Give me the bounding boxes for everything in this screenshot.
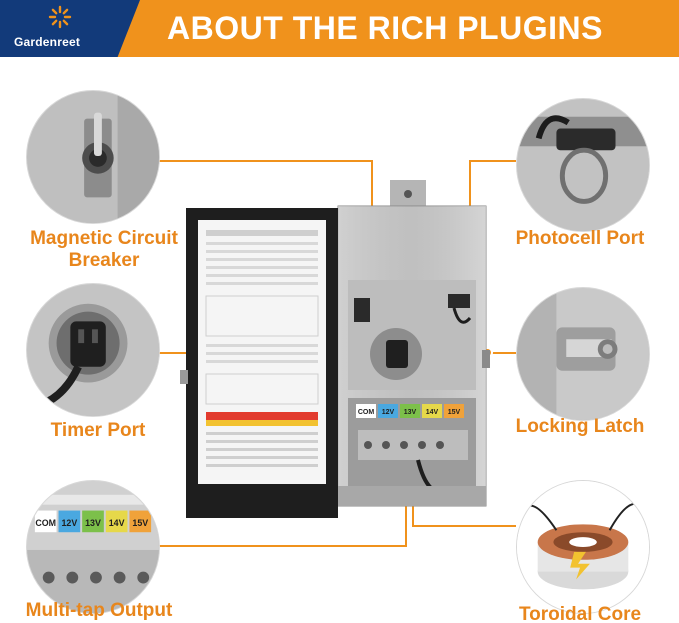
tap-label-15v: 15V [132, 518, 148, 528]
tap-label-14v: 14V [109, 518, 125, 528]
label-timer: Timer Port [50, 420, 146, 441]
label-breaker-line1: Magnetic Circuit [30, 228, 178, 249]
timer-port-closeup [26, 283, 160, 417]
tap-label-13v: 13V [404, 409, 417, 416]
toroidal-closeup [516, 480, 650, 614]
tap-swatch-14v [105, 510, 128, 533]
tap-label-15v: 15V [448, 409, 461, 416]
tap-swatch-15v [129, 510, 152, 533]
leader-breaker-h [158, 160, 372, 162]
leader-multitap-h [156, 545, 406, 547]
power-supply-box: COM 12V 13V 14V 15V [180, 180, 490, 518]
label-multitap: Multi-tap Output [25, 600, 173, 621]
leader-latch-h [488, 352, 516, 354]
leader-toroidal-h [412, 525, 516, 527]
tap-swatch-13v [400, 404, 420, 418]
tap-label-com: COM [358, 409, 375, 416]
tap-swatch-com [34, 510, 57, 533]
tap-label-com: COM [35, 518, 56, 528]
photocell-closeup [516, 98, 650, 232]
label-latch: Locking Latch [515, 416, 645, 437]
tap-label-12v: 12V [382, 409, 395, 416]
tap-label-14v: 14V [426, 409, 439, 416]
tap-swatch-12v [58, 510, 81, 533]
tap-swatch-com [356, 404, 376, 418]
latch-closeup [516, 287, 650, 421]
brand-logo: Gardenreet [0, 0, 140, 57]
label-breaker: Magnetic Circuit Breaker [14, 228, 194, 272]
breaker-closeup [26, 90, 160, 224]
multitap-closeup: COM 12V 13V 14V 15V [26, 480, 160, 614]
leader-photocell-h [470, 160, 516, 162]
tap-swatch-12v [378, 404, 398, 418]
tap-label-12v: 12V [61, 518, 77, 528]
tap-swatch-15v [444, 404, 464, 418]
tap-swatch-13v [82, 510, 104, 533]
label-photocell: Photocell Port [515, 228, 645, 249]
brand-name: Gardenreet [14, 35, 81, 49]
label-breaker-line2: Breaker [68, 250, 140, 271]
tap-swatch-14v [422, 404, 442, 418]
header-banner: Gardenreet ABOUT THE RICH PLUGINS [0, 0, 679, 57]
tap-label-13v: 13V [85, 518, 101, 528]
page-title: ABOUT THE RICH PLUGINS [167, 10, 603, 46]
label-toroidal: Toroidal Core [518, 604, 642, 623]
sun-icon [48, 5, 72, 29]
